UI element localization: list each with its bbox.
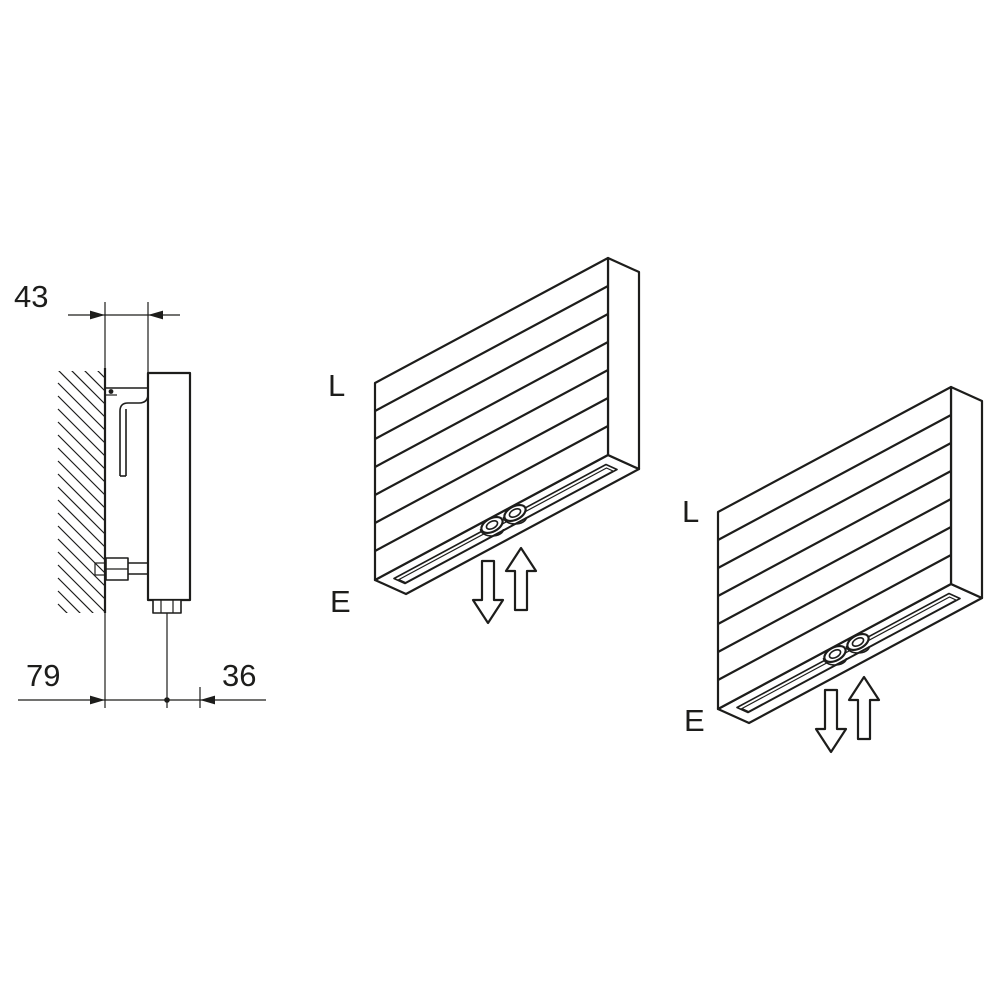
mounting-bracket-top xyxy=(105,387,149,477)
dim-arrow-left-icon xyxy=(200,695,215,705)
dim-centre-dot xyxy=(164,697,170,703)
side-view-section: 43 79 36 xyxy=(14,279,266,708)
wall-hatching xyxy=(57,371,106,613)
dim-arrow-left-icon xyxy=(148,310,163,320)
flow-label-bottom: E xyxy=(330,584,351,619)
bracket-screw xyxy=(108,389,114,394)
dim-value-bottom-right: 36 xyxy=(222,658,256,693)
iso-radiator-left xyxy=(373,256,641,625)
radiator-panel-side xyxy=(146,371,192,602)
dim-value-bottom-left: 79 xyxy=(26,658,60,693)
valve-connection xyxy=(152,599,182,708)
dimension-top: 43 xyxy=(14,279,180,320)
flow-label-top: L xyxy=(328,368,345,403)
dim-value-top: 43 xyxy=(14,279,48,314)
flow-label-top: L xyxy=(682,494,699,529)
dim-arrow-right-icon xyxy=(90,310,105,320)
iso-radiator-right xyxy=(716,385,984,754)
flow-label-bottom: E xyxy=(684,703,705,738)
dim-arrow-right-icon xyxy=(90,695,105,705)
iso-view-left: L E xyxy=(328,256,641,625)
iso-view-right: L E xyxy=(682,385,984,754)
dimension-bottom: 79 36 xyxy=(18,658,266,708)
mounting-bracket-bottom xyxy=(94,557,148,581)
